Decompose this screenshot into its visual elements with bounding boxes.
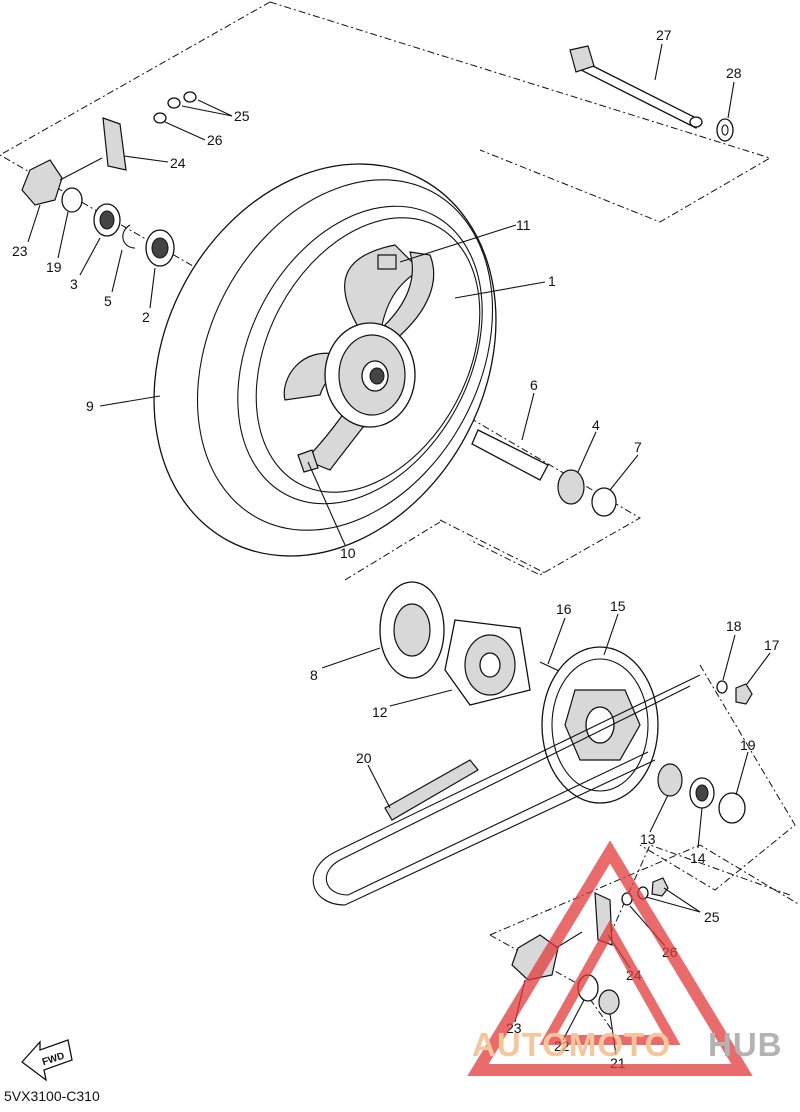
- callout-5: 5: [104, 293, 112, 309]
- axle: [569, 45, 703, 129]
- watermark-triangle-icon: [467, 840, 753, 1076]
- callout-3: 3: [70, 276, 78, 292]
- drive-chain-20: [312, 674, 701, 906]
- watermark-text-automoto: AUTOMOTO: [472, 1026, 671, 1063]
- callout-24: 24: [170, 155, 186, 171]
- watermark: AUTOMOTO HUB: [467, 840, 783, 1076]
- rear-wheel: [153, 163, 497, 557]
- callout-10: 10: [340, 545, 356, 561]
- callout-18: 18: [726, 618, 742, 634]
- callout-19-lower: 19: [740, 737, 756, 753]
- callout-14: 14: [690, 850, 706, 866]
- washer-28: [716, 118, 734, 142]
- group-outline-damper: [344, 519, 546, 581]
- callout-labels: 27 28 25 26 24 23 19 3 5 2 11 1 9 6 4 7 …: [12, 27, 780, 1071]
- callout-6: 6: [530, 377, 538, 393]
- clutch-hub-12: [444, 619, 579, 706]
- washer-18: [716, 680, 728, 694]
- leader-lines: [27, 43, 771, 1056]
- callout-9: 9: [86, 398, 94, 414]
- collar-6: [471, 429, 549, 481]
- group-outline-sprocket: [609, 664, 796, 936]
- sprocket-15: [541, 646, 659, 804]
- callout-17: 17: [764, 637, 780, 653]
- callout-7: 7: [634, 439, 642, 455]
- bearing-13: [657, 763, 683, 797]
- callout-26: 26: [207, 132, 223, 148]
- callout-1: 1: [548, 273, 556, 289]
- callout-16: 16: [556, 601, 572, 617]
- callout-23: 23: [12, 243, 28, 259]
- callout-28: 28: [726, 65, 742, 81]
- diagram-code: 5VX3100-C310: [4, 1088, 100, 1104]
- bearing-4: [557, 469, 585, 505]
- callout-13: 13: [640, 831, 656, 847]
- damper-8: [379, 581, 445, 679]
- callout-25-lower: 25: [704, 909, 720, 925]
- nut-17: [735, 683, 753, 705]
- group-outline-axle-parts: [469, 417, 641, 576]
- watermark-text-hub: HUB: [708, 1026, 783, 1063]
- collar-19-lower: [718, 792, 746, 824]
- callout-15: 15: [610, 598, 626, 614]
- callout-27: 27: [656, 27, 672, 43]
- collar-7: [591, 487, 617, 517]
- callout-8: 8: [310, 667, 318, 683]
- callout-11: 11: [516, 217, 531, 233]
- callout-12: 12: [372, 704, 388, 720]
- forward-arrow-icon: FWD: [21, 1039, 73, 1082]
- callout-25: 25: [234, 108, 250, 124]
- callout-2: 2: [142, 309, 150, 325]
- callout-20: 20: [356, 750, 372, 766]
- upper-adjuster-group: [21, 91, 197, 267]
- callout-19: 19: [46, 259, 62, 275]
- callout-4: 4: [592, 417, 600, 433]
